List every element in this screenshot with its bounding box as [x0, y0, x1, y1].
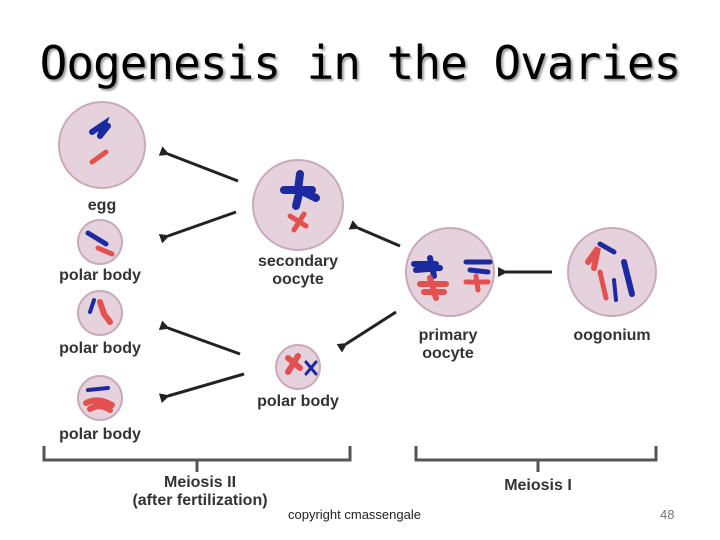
- label-primary-oocyte: primary oocyte: [418, 327, 478, 362]
- label-polar-body-mid: polar body: [257, 393, 339, 410]
- label-meiosis-2: Meiosis II (after fertilization): [132, 474, 268, 509]
- label-polar-body-3: polar body: [59, 426, 141, 443]
- bracket-meiosis-2: [42, 446, 352, 472]
- arrow-primary-to-secondary: [348, 220, 401, 248]
- cell-oogonium: [567, 227, 657, 317]
- cell-egg: [58, 101, 146, 189]
- arrows: [158, 146, 552, 404]
- cell-secondary-oocyte: [252, 159, 344, 251]
- label-oogonium: oogonium: [573, 327, 651, 344]
- cell-primary-oocyte: [405, 227, 495, 317]
- label-egg: egg: [87, 197, 117, 214]
- arrow-secondary-to-polar-1: [158, 210, 237, 244]
- copyright-text: copyright cmassengale: [288, 507, 421, 522]
- page-number: 48: [660, 507, 675, 522]
- label-meiosis-1: Meiosis I: [504, 477, 572, 494]
- cell-polar-body-mid: [275, 344, 321, 390]
- label-polar-body-2: polar body: [59, 340, 141, 357]
- bracket-meiosis-1: [414, 446, 658, 472]
- arrow-polar-mid-to-polar-2: [158, 320, 241, 356]
- cell-polar-body-3: [77, 375, 123, 421]
- label-polar-body-1: polar body: [59, 267, 141, 284]
- cell-polar-body-1: [77, 219, 123, 265]
- cell-polar-body-2: [77, 290, 123, 336]
- arrow-polar-mid-to-polar-3: [158, 372, 245, 404]
- arrow-secondary-to-egg: [158, 146, 239, 183]
- arrow-primary-to-polar-mid: [336, 310, 397, 353]
- slide-title: Oogenesis in the Ovaries: [39, 36, 682, 90]
- label-secondary-oocyte: secondary oocyte: [257, 253, 339, 288]
